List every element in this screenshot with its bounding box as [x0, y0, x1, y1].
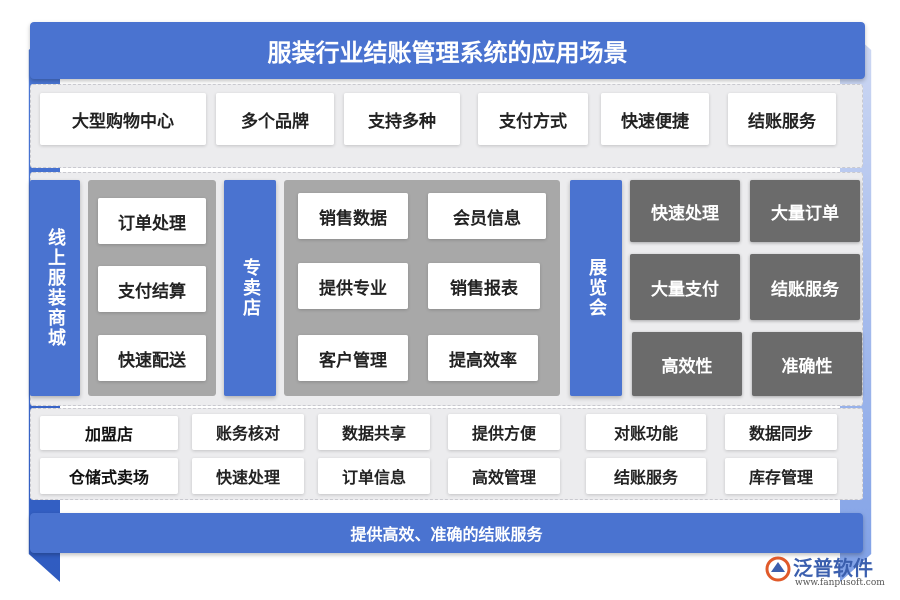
logo-name: 泛普软件	[793, 556, 873, 580]
warehouse-item: 库存管理	[725, 458, 837, 494]
exhibition-item: 准确性	[752, 332, 862, 396]
franchise-item: 账务核对	[192, 414, 304, 450]
warehouse-label: 仓储式卖场	[40, 458, 178, 494]
summary-bar: 提供高效、准确的结账服务	[30, 513, 863, 553]
diagram-title: 服装行业结账管理系统的应用场景	[30, 22, 865, 79]
exhibition-label: 展览会	[570, 180, 622, 396]
top-row-item: 大型购物中心	[40, 93, 206, 145]
online-mall-item: 快速配送	[98, 335, 206, 381]
warehouse-item: 高效管理	[448, 458, 560, 494]
online-mall-item: 支付结算	[98, 266, 206, 312]
top-row-item: 结账服务	[728, 93, 836, 145]
franchise-item: 对账功能	[586, 414, 706, 450]
specialty-store-item: 销售数据	[298, 193, 408, 239]
top-row-item: 支付方式	[478, 93, 588, 145]
franchise-item: 提供方便	[448, 414, 560, 450]
exhibition-item: 快速处理	[630, 180, 740, 242]
franchise-item: 数据共享	[318, 414, 430, 450]
exhibition-item: 大量订单	[750, 180, 860, 242]
specialty-store-label: 专卖店	[224, 180, 276, 396]
franchise-label: 加盟店	[40, 416, 178, 450]
top-row-item: 多个品牌	[216, 93, 334, 145]
online-mall-item: 订单处理	[98, 198, 206, 244]
exhibition-item: 结账服务	[750, 254, 860, 320]
logo-mark-icon	[765, 556, 791, 582]
specialty-store-item: 客户管理	[298, 335, 408, 381]
specialty-store-item: 提供专业	[298, 263, 408, 309]
online-mall-label: 线上服装商城	[30, 180, 80, 396]
specialty-store-item: 会员信息	[428, 193, 546, 239]
franchise-item: 数据同步	[725, 414, 837, 450]
specialty-store-item: 销售报表	[428, 263, 540, 309]
logo-url: www.fanpusoft.com	[795, 578, 885, 588]
top-row-item: 支持多种	[344, 93, 460, 145]
warehouse-item: 结账服务	[586, 458, 706, 494]
exhibition-item: 大量支付	[630, 254, 740, 320]
warehouse-item: 快速处理	[192, 458, 304, 494]
exhibition-item: 高效性	[632, 332, 742, 396]
top-row-item: 快速便捷	[601, 93, 709, 145]
specialty-store-item: 提高效率	[428, 335, 538, 381]
warehouse-item: 订单信息	[318, 458, 430, 494]
company-logo: 泛普软件 www.fanpusoft.com	[765, 550, 890, 594]
